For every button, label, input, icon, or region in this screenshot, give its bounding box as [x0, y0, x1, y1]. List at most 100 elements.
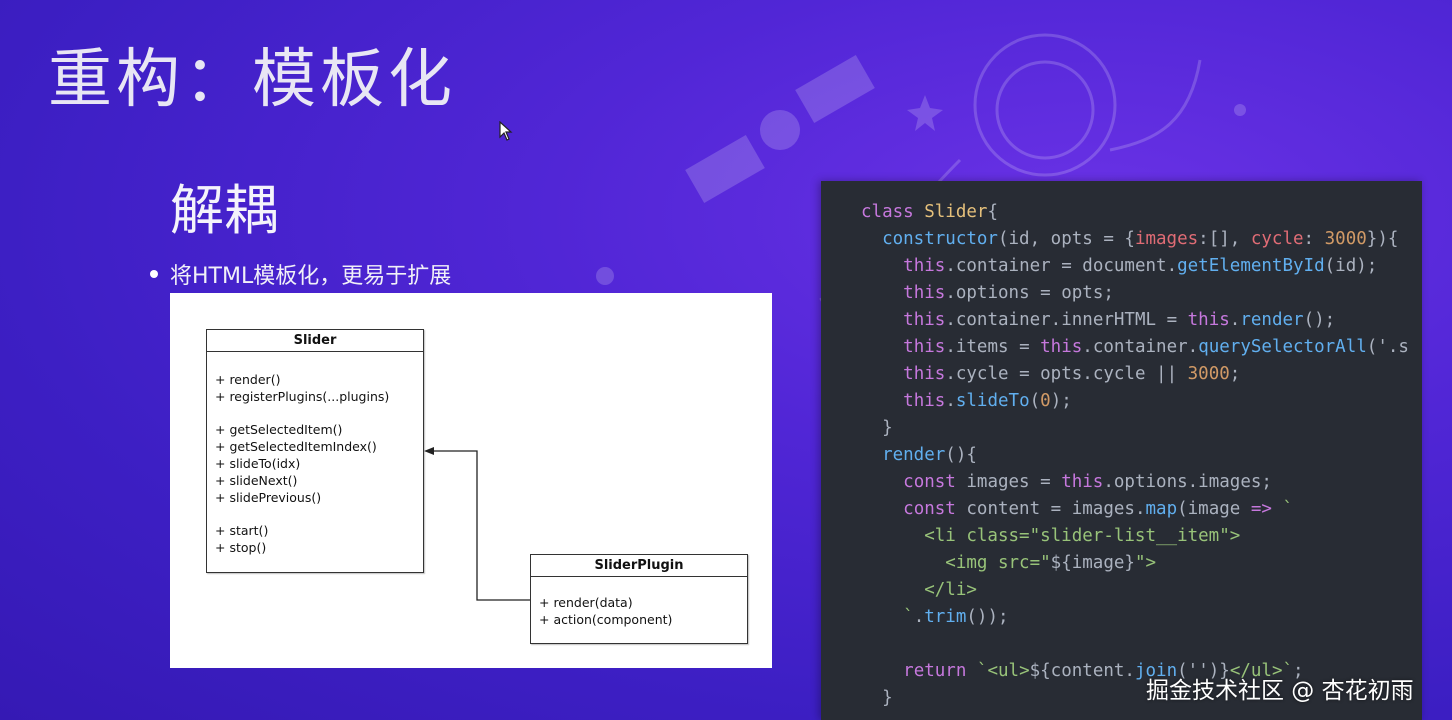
code-token: this	[1040, 337, 1083, 357]
bullet-text: 将HTML模板化，更易于扩展	[170, 264, 452, 289]
code-token: `<ul>	[976, 661, 1030, 681]
code-token: this	[1061, 472, 1104, 492]
code-token	[861, 445, 882, 465]
code-token: }	[861, 688, 893, 708]
uml-class-slider-plugin: SliderPlugin + render(data) + action(com…	[530, 554, 748, 644]
uml-method-group: + start() + stop()	[207, 522, 423, 556]
code-token	[861, 391, 903, 411]
code-token: (){	[945, 445, 977, 465]
code-token	[861, 364, 903, 384]
code-token: <img src="	[861, 553, 1051, 573]
code-editor: class Slider{ constructor(id, opts = {im…	[821, 181, 1422, 720]
code-token: return	[903, 661, 977, 681]
code-token	[861, 499, 903, 519]
code-token: </ul>`	[1229, 661, 1294, 681]
code-token	[861, 337, 903, 357]
code-token: }	[861, 418, 893, 438]
code-token: ${content.	[1029, 661, 1135, 681]
code-line: render(){	[861, 442, 977, 469]
code-line: <img src="${image}">	[861, 550, 1156, 577]
uml-method: + slideTo(idx)	[215, 456, 301, 471]
code-token: .	[945, 391, 956, 411]
code-line: constructor(id, opts = {images:[], cycle…	[861, 226, 1398, 253]
code-line: }	[861, 415, 893, 442]
uml-inheritance-arrow	[424, 447, 530, 601]
code-token: this	[1187, 310, 1230, 330]
uml-method-group: + getSelectedItem() + getSelectedItemInd…	[207, 421, 423, 506]
uml-method: + slidePrevious()	[215, 490, 322, 505]
code-token: :	[1303, 229, 1325, 249]
code-token: );	[1050, 391, 1072, 411]
code-token: `	[1271, 499, 1294, 519]
code-token: {	[987, 202, 998, 222]
code-token: 0	[1040, 391, 1051, 411]
code-token: this	[903, 283, 946, 303]
code-line: this.items = this.container.querySelecto…	[861, 334, 1409, 361]
code-token: this	[903, 391, 946, 411]
code-token: </li>	[861, 580, 977, 600]
uml-method: + registerPlugins(...plugins)	[215, 389, 390, 404]
code-token: ">	[1134, 553, 1157, 573]
code-token: `	[861, 607, 914, 627]
code-token: render	[882, 445, 946, 465]
code-token: (image	[1177, 499, 1251, 519]
code-token: cycle	[1250, 229, 1304, 249]
code-token: .options.images;	[1103, 472, 1272, 492]
uml-method: + render()	[215, 372, 281, 387]
code-line: <li class="slider-list__item">	[861, 523, 1240, 550]
uml-class-name: SliderPlugin	[531, 555, 747, 577]
code-token	[861, 256, 903, 276]
code-token: }){	[1366, 229, 1399, 249]
code-line: }	[861, 685, 893, 712]
code-token: 3000	[1324, 229, 1367, 249]
code-token: slideTo	[955, 391, 1030, 411]
code-line: const images = this.options.images;	[861, 469, 1272, 496]
uml-class-name: Slider	[207, 330, 423, 352]
code-token: constructor	[882, 229, 998, 249]
code-token: this	[903, 337, 946, 357]
code-token: content = images.	[966, 499, 1146, 519]
code-token: .options = opts;	[945, 283, 1114, 303]
code-token	[861, 661, 903, 681]
code-token: render	[1240, 310, 1304, 330]
code-token	[861, 472, 903, 492]
code-token: .items =	[945, 337, 1041, 357]
uml-method: + getSelectedItem()	[215, 422, 343, 437]
code-token: (	[1029, 391, 1041, 411]
code-token: ;	[1293, 661, 1304, 681]
bullet-dot-icon	[150, 270, 158, 278]
code-token: ('')}	[1177, 661, 1230, 681]
code-token: map	[1145, 499, 1178, 519]
code-line: return `<ul>${content.join('')}</ul>`;	[861, 658, 1304, 685]
code-token: .container.innerHTML =	[945, 310, 1188, 330]
uml-method: + start()	[215, 523, 269, 538]
uml-method: + slideNext()	[215, 473, 298, 488]
uml-method: + stop()	[215, 540, 267, 555]
code-line: this.options = opts;	[861, 280, 1114, 307]
uml-method-group: + render() + registerPlugins(...plugins)	[207, 371, 423, 405]
code-line: this.container.innerHTML = this.render()…	[861, 307, 1335, 334]
code-token: .	[913, 607, 925, 627]
code-token: ${image}	[1050, 553, 1135, 573]
code-token: .container = document.	[945, 256, 1178, 276]
code-token: images =	[966, 472, 1062, 492]
code-token	[861, 283, 903, 303]
code-token: ;	[1229, 364, 1241, 384]
code-token: trim	[924, 607, 967, 627]
code-token: images	[1134, 229, 1199, 249]
mouse-cursor-icon	[499, 121, 513, 141]
code-token: (id, opts = {	[997, 229, 1135, 249]
uml-method: + action(component)	[539, 612, 673, 627]
code-token: <li class="slider-list__item">	[861, 526, 1241, 546]
slide-title: 重构：模板化	[48, 43, 456, 117]
code-token: .	[1229, 310, 1241, 330]
watermark: 掘金技术社区 @ 杏花初雨	[1146, 678, 1414, 704]
code-token: getElementById	[1177, 256, 1325, 276]
code-line: const content = images.map(image => `	[861, 496, 1293, 523]
code-line: </li>	[861, 577, 977, 604]
code-line: this.container = document.getElementById…	[861, 253, 1377, 280]
uml-class-slider: Slider + render() + registerPlugins(...p…	[206, 329, 424, 573]
code-line: `.trim());	[861, 604, 1008, 631]
code-token: ('.s	[1366, 337, 1409, 357]
uml-method: + render(data)	[539, 595, 633, 610]
